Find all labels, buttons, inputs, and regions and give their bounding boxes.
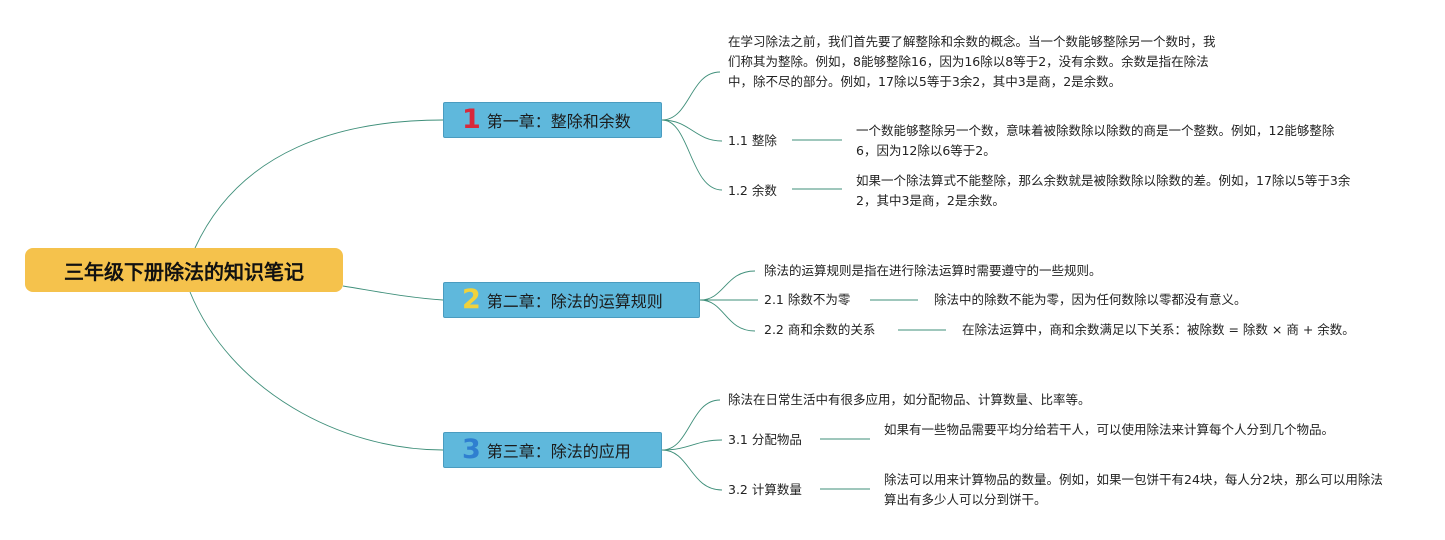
chapter-3-title: 第三章：除法的应用 <box>486 442 631 461</box>
link-root-ch3 <box>189 291 444 451</box>
section-3-1-text: 如果有一些物品需要平均分给若干人，可以使用除法来计算每个人分到几个物品。 <box>884 422 1335 437</box>
section-2-2-text: 在除法运算中，商和余数满足以下关系：被除数 = 除数 × 商 + 余数。 <box>962 322 1355 337</box>
section-1-1-label[interactable]: 1.1 整除 <box>728 133 777 148</box>
section-1-1-text: 一个数能够整除另一个数，意味着被除数除以除数的商是一个整数。例如，12能够整除6… <box>856 123 1335 158</box>
chapter-3-intro: 除法在日常生活中有很多应用，如分配物品、计算数量、比率等。 <box>728 392 1091 407</box>
chapter-2-node[interactable]: 2 第二章：除法的运算规则 <box>443 282 700 318</box>
link-ch1-s2 <box>661 119 723 191</box>
chapter-3-number-icon: 3 <box>462 433 481 465</box>
link-ch3-s1 <box>661 439 723 451</box>
section-2-2-label[interactable]: 2.2 商和余数的关系 <box>764 322 876 337</box>
chapter-2-number-icon: 2 <box>462 283 481 315</box>
link-root-ch1 <box>194 119 444 249</box>
section-1-2-label[interactable]: 1.2 余数 <box>728 183 777 198</box>
chapter-1-title: 第一章：整除和余数 <box>486 112 631 131</box>
section-1-2-text: 如果一个除法算式不能整除，那么余数就是被除数除以除数的差。例如，17除以5等于3… <box>856 173 1351 208</box>
chapter-1-node[interactable]: 1 第一章：整除和余数 <box>443 102 662 138</box>
link-root-ch2 <box>342 285 444 301</box>
section-2-1-label[interactable]: 2.1 除数不为零 <box>764 292 851 307</box>
link-ch1-s1 <box>661 119 723 142</box>
section-3-2-text: 除法可以用来计算物品的数量。例如，如果一包饼干有24块，每人分2块，那么可以用除… <box>884 472 1383 507</box>
chapter-2-title: 第二章：除法的运算规则 <box>486 292 663 311</box>
root-title: 三年级下册除法的知识笔记 <box>64 259 304 284</box>
section-2-1-text: 除法中的除数不能为零，因为任何数除以零都没有意义。 <box>934 292 1247 307</box>
chapter-2-intro: 除法的运算规则是指在进行除法运算时需要遵守的一些规则。 <box>764 263 1102 278</box>
section-3-2-label[interactable]: 3.2 计算数量 <box>728 482 802 497</box>
section-3-1-label[interactable]: 3.1 分配物品 <box>728 432 802 447</box>
link-ch2-intro <box>699 270 756 301</box>
link-ch1-intro <box>661 71 721 121</box>
chapter-1-intro: 在学习除法之前，我们首先要了解整除和余数的概念。当一个数能够整除另一个数时，我们… <box>728 34 1216 89</box>
link-ch3-s2 <box>661 449 723 491</box>
link-ch3-intro <box>661 399 721 451</box>
link-ch2-s2 <box>699 299 756 332</box>
chapter-1-number-icon: 1 <box>462 103 481 135</box>
root-topic[interactable]: 三年级下册除法的知识笔记 <box>25 248 343 292</box>
chapter-3-node[interactable]: 3 第三章：除法的应用 <box>443 432 662 468</box>
